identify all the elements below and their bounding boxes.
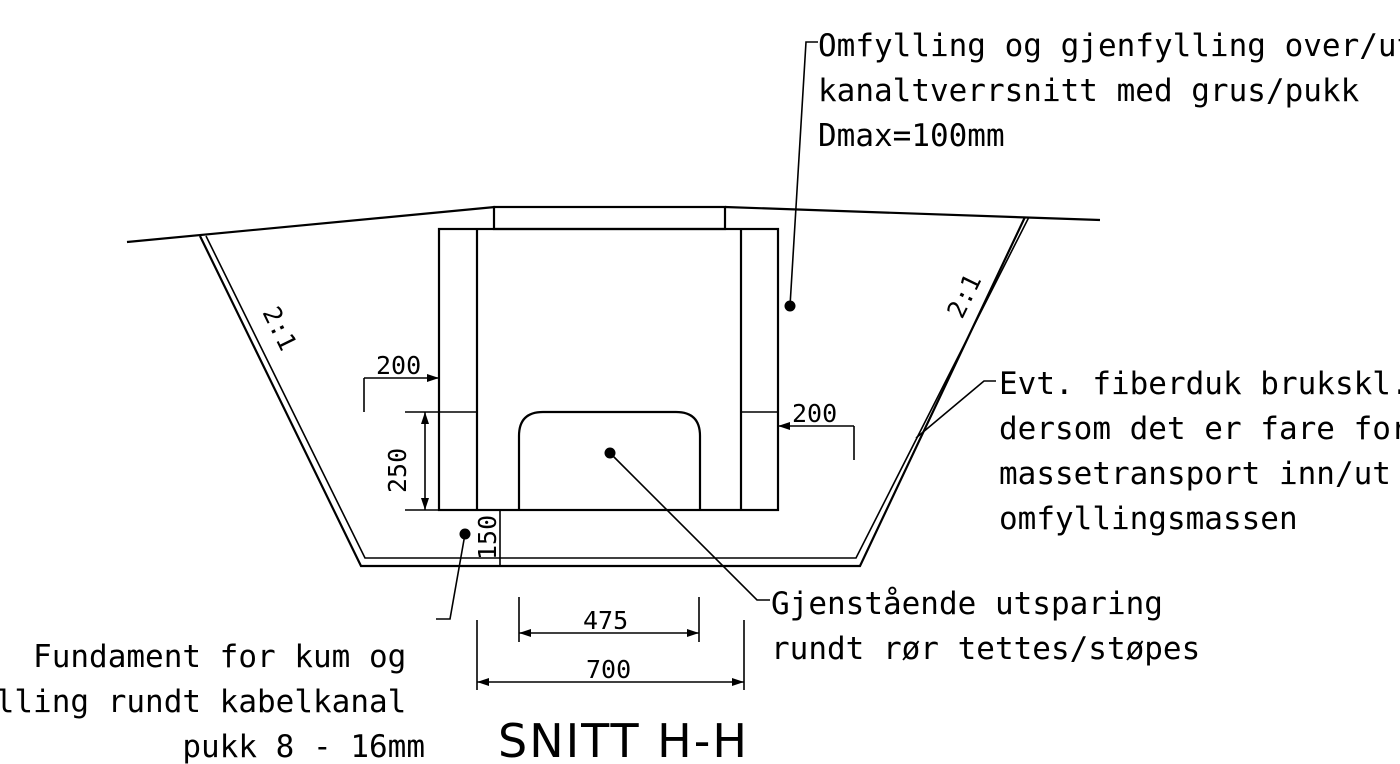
manhole-lid bbox=[492, 205, 727, 231]
dim-475-text: 475 bbox=[583, 606, 628, 635]
note-foundation-line-2: omfylling rundt kabelkanal bbox=[0, 684, 406, 720]
cable-duct-opening bbox=[517, 410, 702, 510]
note-fiber-line-2: dersom det er fare for bbox=[999, 411, 1400, 447]
dim-height-arrow-top bbox=[421, 412, 429, 424]
trench-outline-outer bbox=[199, 216, 1026, 568]
note-fiber-line-3: massetransport inn/ut av bbox=[999, 456, 1400, 492]
leader-backfill-dot bbox=[784, 300, 796, 312]
slope-label-left: 2:1 bbox=[257, 302, 303, 355]
note-foundation-line-3: pukk 8 - 16mm bbox=[182, 729, 425, 764]
note-fiber-line-1: Evt. fiberduk brukskl. 2 bbox=[999, 366, 1400, 402]
note-opening-line-2: rundt rør tettes/støpes bbox=[771, 631, 1200, 667]
section-title: SNITT H-H bbox=[498, 714, 749, 764]
note-backfill-line-2: kanaltverrsnitt med grus/pukk bbox=[818, 73, 1360, 109]
dim-700-arrow-right bbox=[732, 678, 744, 686]
dim-left-wall-text: 200 bbox=[376, 351, 421, 380]
note-opening-line-1: Gjenstående utsparing bbox=[771, 586, 1163, 622]
note-foundation: Fundament for kum og omfylling rundt kab… bbox=[0, 639, 425, 764]
note-backfill-line-3: Dmax=100mm bbox=[818, 118, 1005, 154]
leader-fiber bbox=[915, 380, 996, 439]
dim-475-arrow-right bbox=[687, 629, 699, 637]
leader-backfill bbox=[789, 41, 818, 307]
dim-700-text: 700 bbox=[586, 655, 631, 684]
note-fiber: Evt. fiberduk brukskl. 2 dersom det er f… bbox=[999, 366, 1400, 537]
note-backfill-line-1: Omfylling og gjenfylling over/utenfor bbox=[818, 28, 1400, 64]
leader-foundation-dot bbox=[459, 528, 471, 540]
leader-opening bbox=[609, 452, 770, 601]
ground-line-left bbox=[126, 205, 496, 244]
trench-outline-inner bbox=[205, 216, 1030, 559]
manhole-outer bbox=[437, 227, 780, 512]
dim-right-wall-arrow bbox=[778, 422, 790, 430]
dim-475-arrow-left bbox=[519, 629, 531, 637]
note-opening: Gjenstående utsparing rundt rør tettes/s… bbox=[771, 586, 1200, 667]
dim-right-wall-text: 200 bbox=[792, 399, 837, 428]
note-foundation-line-1: Fundament for kum og bbox=[33, 639, 406, 675]
dim-bedding-text: 150 bbox=[473, 515, 502, 560]
ground-line-right bbox=[724, 205, 1101, 222]
dim-left-wall-arrow bbox=[427, 374, 439, 382]
note-fiber-line-4: omfyllingsmassen bbox=[999, 501, 1298, 537]
dim-700-arrow-left bbox=[477, 678, 489, 686]
leader-foundation bbox=[436, 533, 466, 620]
note-backfill: Omfylling og gjenfylling over/utenfor ka… bbox=[818, 28, 1400, 154]
dim-height-arrow-bottom bbox=[421, 498, 429, 510]
leader-opening-dot bbox=[604, 447, 616, 459]
dim-height-text: 250 bbox=[383, 448, 412, 493]
